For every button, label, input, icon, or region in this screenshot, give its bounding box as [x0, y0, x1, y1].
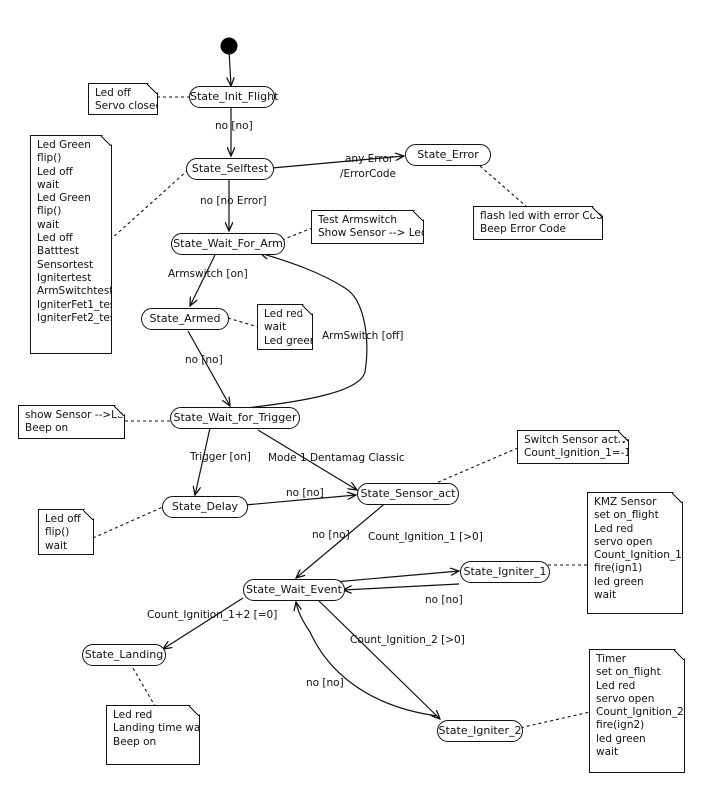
note-line: led green: [596, 732, 646, 745]
note-line: Switch Sensor active: [524, 434, 634, 446]
note-line: Count_Ignition_2--: [596, 706, 692, 719]
note-line: show Sensor -->Led: [25, 409, 130, 421]
note-line: Led Green: [37, 192, 91, 205]
note-line: wait: [596, 746, 619, 759]
note-line: Servo closed: [95, 100, 163, 113]
note-line: Led off: [37, 232, 73, 245]
state-init-flight[interactable]: State_Init_Flight: [189, 86, 278, 108]
note-line: servo open: [594, 535, 653, 548]
note-line: flip(): [37, 205, 62, 218]
note-line: Count_Ignition_1=-1;: [524, 447, 635, 460]
note-line: Led red: [594, 522, 634, 535]
note-line: Beep Error Code: [480, 223, 566, 236]
transition-label: /ErrorCode: [340, 168, 397, 180]
initial-state-dot: [220, 37, 238, 55]
state-error[interactable]: State_Error: [405, 144, 491, 166]
note-line: Led off: [37, 165, 73, 178]
note-line: Timer: [596, 653, 627, 665]
transition-label: no [no]: [312, 529, 350, 541]
note-line: fire(ign2): [596, 719, 645, 732]
transition-label: Trigger [on]: [190, 451, 251, 463]
state-landing[interactable]: State_Landing: [82, 644, 166, 666]
state-igniter-2[interactable]: State_Igniter_2: [437, 720, 523, 742]
note-line: IgniterFet1_test: [37, 298, 120, 311]
note-line: wait: [45, 539, 68, 552]
note-line: KMZ Sensor: [594, 496, 657, 508]
note-line: set on_flight: [594, 509, 659, 522]
note-line: Count_Ignition_1--: [594, 549, 690, 562]
note-line: Ignitertest: [37, 271, 92, 284]
state-wait-for-arm[interactable]: State_Wait_For_Arm: [171, 233, 285, 255]
transition-label: Mode 1 Dentamag Classic: [268, 452, 405, 464]
note-line: wait: [37, 178, 60, 191]
transition-label: Count_Ignition_1+2 [=0]: [147, 609, 278, 621]
note-line: Led Green: [37, 139, 91, 151]
state-delay[interactable]: State_Delay: [162, 496, 248, 518]
transition-label: Count_Ignition_1 [>0]: [368, 531, 483, 543]
note-line: Led red: [264, 308, 304, 320]
transition-label: Armswitch [on]: [168, 268, 248, 280]
transition-label: no [no]: [185, 354, 223, 366]
note-line: flash led with error Code: [480, 210, 610, 222]
note-line: Led red: [596, 679, 636, 692]
note-line: flip(): [37, 152, 62, 165]
transition-label: any Error: [345, 153, 394, 165]
state-armed[interactable]: State_Armed: [141, 308, 229, 330]
state-wait-event[interactable]: State_Wait_Event: [243, 579, 345, 601]
state-selftest[interactable]: State_Selftest: [186, 158, 274, 180]
note-line: Led off: [95, 87, 131, 99]
transition-label: ArmSwitch [off]: [322, 330, 404, 342]
note-line: Landing time wait: [113, 722, 208, 735]
note-line: wait: [264, 321, 287, 334]
note-line: Batttest: [37, 245, 80, 258]
note-line: Led red: [113, 709, 153, 721]
note-line: flip(): [45, 526, 70, 539]
transition-label: no [no]: [286, 487, 324, 499]
note-line: Sensortest: [37, 258, 94, 271]
state-wait-for-trigger[interactable]: State_Wait_for_Trigger: [170, 407, 300, 429]
note-line: led green: [594, 575, 644, 588]
note-line: wait: [37, 218, 60, 231]
note-line: fire(ign1): [594, 562, 643, 575]
state-igniter-1[interactable]: State_Igniter_1: [460, 561, 550, 583]
transition-label: no [no Error]: [200, 195, 267, 207]
note-line: set on_flight: [596, 666, 661, 679]
note-line: Led off: [45, 513, 81, 525]
note-line: IgniterFet2_test: [37, 311, 120, 324]
transition-label: no [no]: [215, 120, 253, 132]
note-line: Beep on: [25, 422, 69, 435]
note-line: Test Armswitch: [318, 214, 398, 226]
transition-label: no [no]: [306, 677, 344, 689]
note-line: ArmSwitchtest: [37, 285, 114, 298]
state-sensor-act[interactable]: State_Sensor_act: [357, 483, 459, 505]
note-line: Led green: [264, 334, 317, 347]
transition-label: no [no]: [425, 594, 463, 606]
note-line: Show Sensor --> Led: [318, 227, 428, 240]
note-line: servo open: [596, 692, 655, 705]
transition-label: Count_Ignition_2 [>0]: [350, 634, 465, 646]
note-line: Beep on: [113, 735, 157, 748]
note-line: wait: [594, 589, 617, 602]
